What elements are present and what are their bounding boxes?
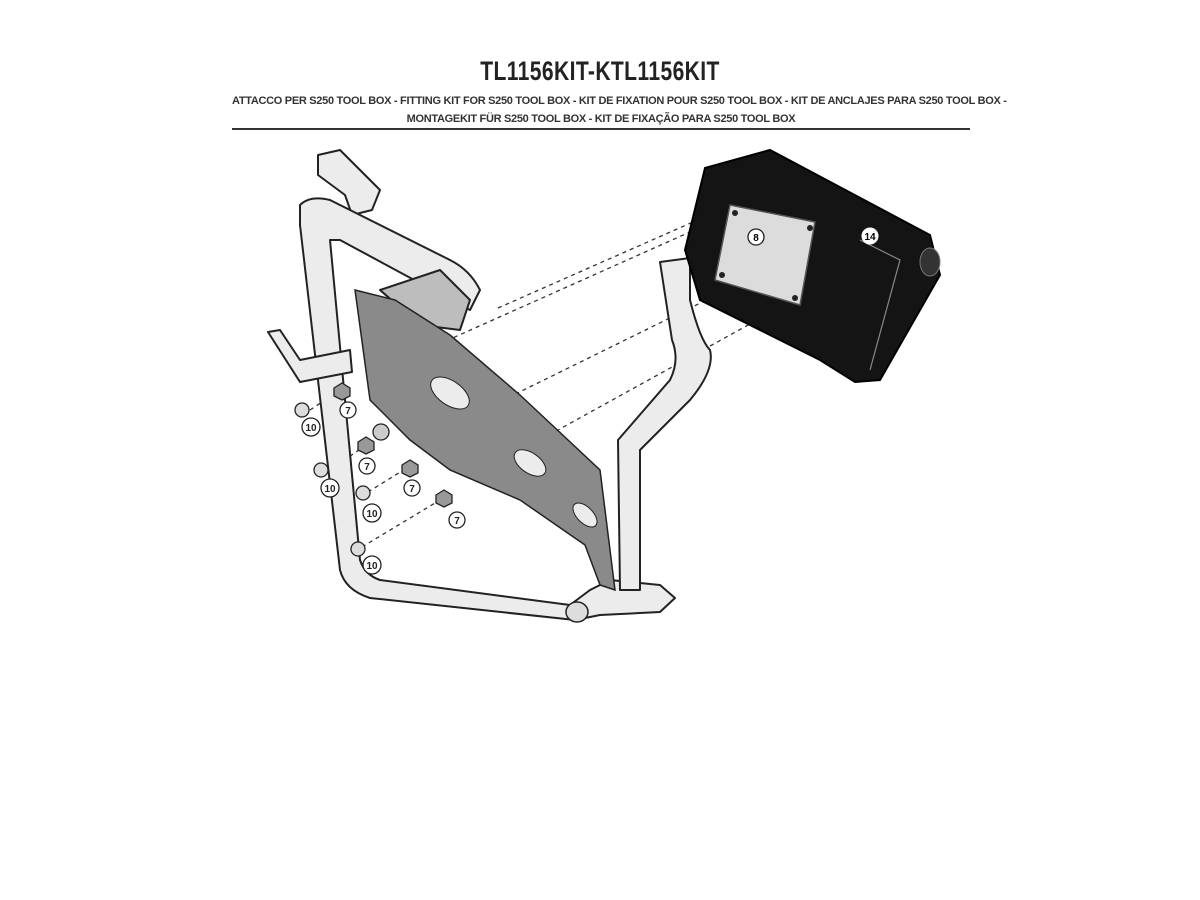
bottom-bolt [565,601,589,623]
diagram-subtitle-line-2: MONTAGEKIT FÜR S250 TOOL BOX - KIT DE FI… [406,113,796,125]
svg-text:10: 10 [324,484,336,495]
svg-text:10: 10 [366,561,378,572]
svg-text:10: 10 [366,509,378,520]
callout-cap [301,417,382,575]
hardware-pieces [294,382,453,557]
callout-plate: 8 [747,228,765,246]
diagram-subtitle-line-1: ATTACCO PER S250 TOOL BOX - FITTING KIT … [232,95,1007,107]
mounting-frame [267,149,712,621]
svg-text:7: 7 [454,516,460,527]
svg-text:7: 7 [345,406,351,417]
svg-text:8: 8 [753,233,759,244]
callout-nut [339,401,466,529]
mounting-plate [354,289,616,592]
s250-tool-box [683,148,942,384]
svg-text:10: 10 [305,423,317,434]
svg-text:7: 7 [364,462,370,473]
diagram-title: TL1156KIT-KTL1156KIT [480,56,720,86]
callout-labels: 7 7 7 7 10 10 10 10 [305,406,460,572]
svg-text:14: 14 [864,232,876,243]
header-divider [232,128,970,130]
svg-text:7: 7 [409,484,415,495]
callout-toolbox: 14 [861,227,879,245]
